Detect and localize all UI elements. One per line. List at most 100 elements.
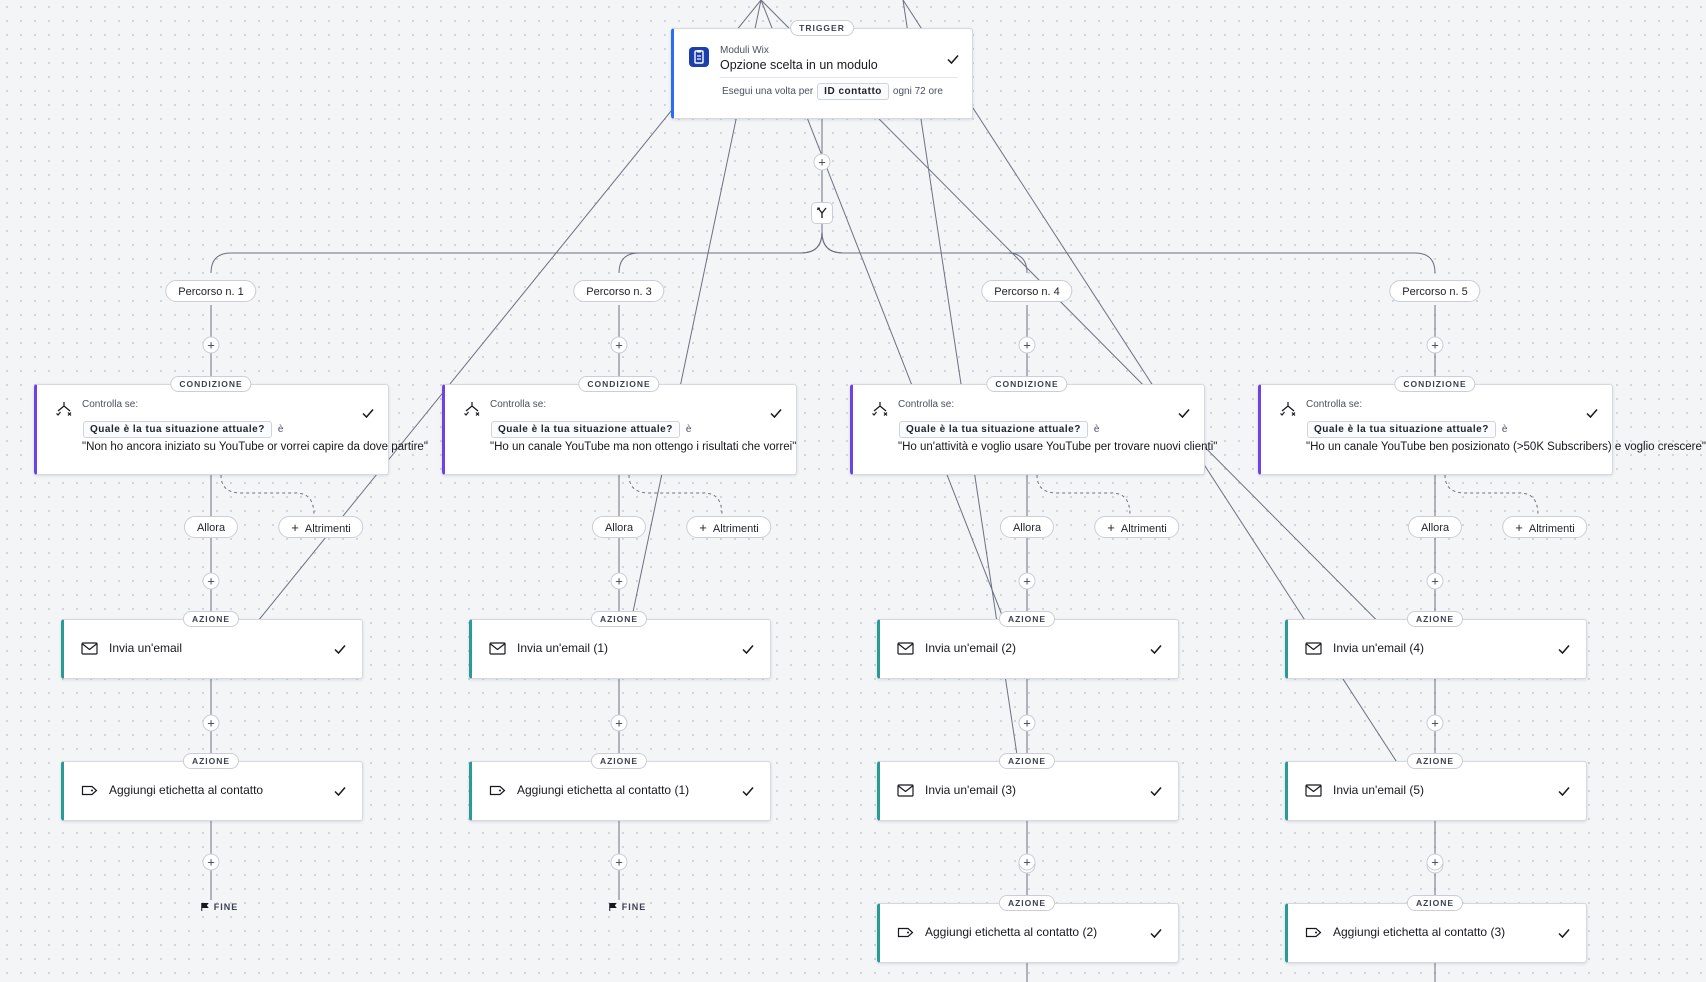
action-label: Aggiungi etichetta al contatto — [109, 783, 264, 797]
check-icon — [1558, 645, 1570, 655]
add-step-button[interactable]: + — [202, 572, 220, 590]
action-badge: AZIONE — [182, 611, 240, 627]
add-step-button[interactable]: + — [1426, 714, 1444, 732]
end-marker: FINE — [200, 902, 239, 912]
condition-check-label: Controlla se: — [490, 399, 547, 410]
action-badge: AZIONE — [1406, 753, 1464, 769]
action-label: Aggiungi etichetta al contatto (3) — [1333, 925, 1506, 939]
mail-icon — [81, 642, 98, 655]
condition-check-label: Controlla se: — [898, 399, 955, 410]
path-label-4[interactable]: Percorso n. 5 — [1389, 280, 1481, 302]
path-label-2[interactable]: Percorso n. 3 — [573, 280, 665, 302]
action-label: Aggiungi etichetta al contatto (2) — [925, 925, 1098, 939]
condition-card-2[interactable]: Controlla se: Quale è la tua situazione a… — [442, 384, 797, 475]
action-card[interactable]: Aggiungi etichetta al contatto (2) — [877, 903, 1179, 963]
then-branch-label[interactable]: Allora — [591, 516, 647, 538]
action-badge: AZIONE — [182, 753, 240, 769]
end-label: FINE — [213, 902, 239, 912]
action-badge: AZIONE — [590, 611, 648, 627]
question-chip: Quale è la tua situazione attuale? — [491, 421, 680, 438]
action-card[interactable]: Invia un'email — [61, 619, 363, 679]
mail-icon — [897, 784, 914, 797]
add-step-button[interactable]: + — [1426, 853, 1444, 871]
tag-icon — [489, 785, 506, 796]
trigger-badge: TRIGGER — [790, 20, 854, 36]
tag-icon — [897, 927, 914, 938]
condition-expression: Quale è la tua situazione attuale? è — [1307, 421, 1507, 438]
check-icon — [742, 787, 754, 797]
plus-icon: + — [699, 520, 707, 535]
split-icon — [816, 207, 827, 218]
condition-value: "Ho un canale YouTube ben posizionato (>… — [1306, 441, 1706, 453]
add-step-button[interactable]: + — [610, 853, 628, 871]
add-step-button[interactable]: + — [202, 336, 220, 354]
mail-icon — [1305, 642, 1322, 655]
condition-value: "Ho un canale YouTube ma non ottengo i r… — [490, 441, 797, 453]
action-card[interactable]: Invia un'email (2) — [877, 619, 1179, 679]
flag-icon — [201, 903, 209, 911]
mail-icon — [489, 642, 506, 655]
action-label: Invia un'email — [109, 641, 182, 655]
action-card[interactable]: Aggiungi etichetta al contatto — [61, 761, 363, 821]
tag-icon — [1305, 927, 1322, 938]
add-step-button[interactable]: + — [1018, 714, 1036, 732]
add-step-button[interactable]: + — [202, 714, 220, 732]
then-branch-label[interactable]: Allora — [999, 516, 1055, 538]
action-badge: AZIONE — [998, 895, 1056, 911]
check-icon — [1150, 929, 1162, 939]
mail-icon — [897, 642, 914, 655]
mail-icon — [1305, 784, 1322, 797]
action-card[interactable]: Invia un'email (1) — [469, 619, 771, 679]
plus-icon: + — [1515, 520, 1523, 535]
else-branch-button[interactable]: +Altrimenti — [1502, 516, 1588, 538]
add-step-button[interactable]: + — [1018, 572, 1036, 590]
condition-card-4[interactable]: Controlla se:Quale è la tua situazione a… — [1258, 384, 1706, 475]
condition-expression: Quale è la tua situazione attuale?è — [899, 421, 1099, 438]
action-card[interactable]: Invia un'email (4) — [1285, 619, 1587, 679]
add-step-button[interactable]: + — [610, 336, 628, 354]
action-card[interactable]: Aggiungi etichetta al contatto (3) — [1285, 903, 1587, 963]
else-label: Altrimenti — [712, 523, 759, 535]
condition-branch-icon — [56, 402, 72, 416]
condition-badge: CONDIZIONE — [170, 376, 252, 392]
operator-label: è — [277, 424, 284, 435]
condition-value: "Non ho ancora iniziato su YouTube or vo… — [82, 441, 428, 453]
plus-icon: + — [291, 520, 299, 535]
path-label-3[interactable]: Percorso n. 4 — [981, 280, 1073, 302]
else-branch-button[interactable]: +Altrimenti — [278, 516, 364, 538]
check-icon — [334, 787, 346, 797]
flag-icon — [609, 903, 617, 911]
condition-card-3[interactable]: Controlla se: Quale è la tua situazione a… — [850, 384, 1217, 475]
add-step-button[interactable]: + — [1426, 336, 1444, 354]
add-step-button[interactable]: + — [1426, 572, 1444, 590]
question-chip: Quale è la tua situazione attuale? — [1307, 421, 1496, 438]
add-step-button[interactable]: + — [202, 853, 220, 871]
condition-card-1[interactable]: Controlla se: Quale è la tua situazione a… — [34, 384, 428, 475]
split-paths-button[interactable] — [811, 202, 833, 224]
else-branch-button[interactable]: + Altrimenti — [686, 516, 772, 538]
then-branch-label[interactable]: Allora — [1407, 516, 1463, 538]
add-step-button[interactable]: + — [1018, 336, 1036, 354]
action-card[interactable]: Aggiungi etichetta al contatto (1) — [469, 761, 771, 821]
action-badge: AZIONE — [590, 753, 648, 769]
operator-label: è — [1501, 424, 1508, 435]
add-step-button[interactable]: + — [1018, 853, 1036, 871]
condition-check-label: Controlla se: — [82, 399, 139, 410]
question-chip: Quale è la tua situazione attuale? — [83, 421, 272, 438]
then-branch-label[interactable]: Allora — [183, 516, 239, 538]
action-label: Invia un'email (1) — [517, 641, 608, 655]
else-branch-button[interactable]: +Altrimenti — [1094, 516, 1180, 538]
check-icon — [334, 645, 346, 655]
path-label-1[interactable]: Percorso n. 1 — [165, 280, 257, 302]
add-step-button[interactable]: + — [813, 153, 831, 171]
add-step-button[interactable]: + — [610, 714, 628, 732]
action-label: Aggiungi etichetta al contatto (1) — [517, 783, 690, 797]
add-step-button[interactable]: + — [610, 572, 628, 590]
form-clipboard-icon — [689, 47, 709, 67]
action-card[interactable]: Invia un'email (3) — [877, 761, 1179, 821]
action-label: Invia un'email (2) — [925, 641, 1016, 655]
trigger-card[interactable]: Moduli Wix Opzione scelta in un modulo E… — [671, 28, 973, 119]
action-card[interactable]: Invia un'email (5) — [1285, 761, 1587, 821]
operator-label: è — [1093, 424, 1100, 435]
